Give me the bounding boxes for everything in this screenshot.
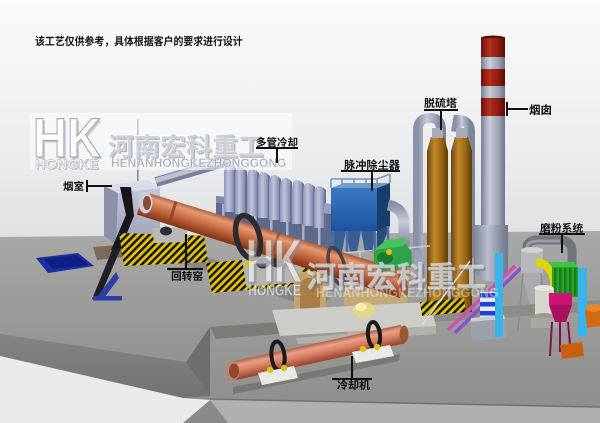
svg-text:HK: HK (248, 229, 304, 298)
svg-text:HONGKE: HONGKE (35, 156, 99, 172)
svg-text:HK: HK (33, 106, 101, 169)
svg-text:HONGKE: HONGKE (36, 157, 100, 173)
svg-text:HK: HK (35, 108, 103, 171)
svg-text:HK: HK (246, 227, 302, 296)
svg-text:HENANHONGKEZHONGGONG: HENANHONGKEZHONGGONG (316, 286, 499, 300)
svg-text:HENANHONGKEZHONGGONG: HENANHONGKEZHONGGONG (111, 156, 286, 170)
svg-text:HONGKE: HONGKE (249, 284, 302, 301)
svg-text:HONGKE: HONGKE (248, 282, 301, 299)
